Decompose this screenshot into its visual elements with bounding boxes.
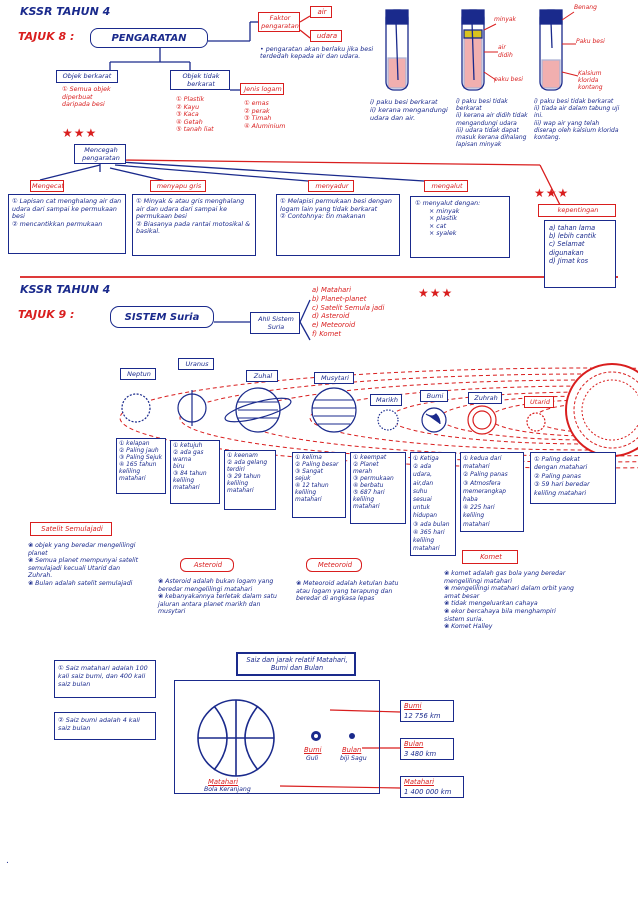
objek-tidak-list: ① Plastik ② Kayu ③ Kaca ④ Getah ⑤ tanah …: [176, 96, 214, 134]
matahari-label: Matahari: [208, 778, 239, 786]
method-mengalut-title: mengalut: [424, 180, 468, 192]
saiz-note-2: ② Saiz bumi adalah 4 kali saiz bulan: [54, 712, 156, 740]
section1-stars-left: ★★★: [62, 126, 98, 140]
planet-label-bumi: Bumi: [420, 390, 448, 402]
planet-label-uranus: Uranus: [178, 358, 214, 370]
method-mengalut-box: ① menyalut dengan: × minyak × plastik × …: [410, 196, 510, 258]
objek-berkarat-box: Objek berkarat: [56, 70, 118, 83]
mars-icon: [377, 409, 399, 431]
tube2-tag-minyak: minyak: [494, 16, 517, 23]
saiz-note-1: ① Saiz matahari adalah 100 kali saiz bum…: [54, 660, 156, 698]
faktor-box: Faktor pengaratan: [258, 12, 300, 32]
method-mengecat-title: Mengecat: [30, 180, 64, 192]
method-menyadur-box: ① Melapisi permukaan besi dengan logam l…: [276, 194, 400, 256]
planet-label-musytari: Musytari: [314, 372, 354, 384]
test-tube-1-icon: [385, 9, 409, 91]
test-tube-3-icon: [539, 9, 563, 91]
faktor-note: • pengaratan akan berlaku jika besi terd…: [260, 46, 374, 61]
tube1-caption: i) paku besi berkarat ii) kerana mengand…: [370, 98, 448, 122]
bumi-analogy: Guli: [306, 755, 319, 762]
objek-tidak-box: Objek tidak berkarat: [170, 70, 230, 90]
planet-label-utarid: Utarid: [524, 396, 554, 408]
planet-label-zuhrah: Zuhrah: [468, 392, 502, 404]
test-tube-2-icon: [461, 9, 485, 91]
satelit-list: ❀ objek yang beredar mengelilingi planet…: [28, 542, 139, 587]
distance-bumi: Bumi 12 756 km: [400, 700, 454, 722]
method-gris-box: ① Minyak & atau gris menghalang air dan …: [132, 194, 256, 256]
sago-icon: [349, 733, 355, 739]
section1-tajuk-label: TAJUK 8 :: [18, 30, 75, 43]
method-menyadur-title: menyadur: [308, 180, 354, 192]
page-dot: .: [6, 856, 9, 866]
section2-topic: SISTEM Suria: [110, 306, 214, 328]
bulan-label: Bulan: [342, 746, 362, 754]
tube2-tag-didih: didih: [498, 52, 513, 59]
asteroid-list: ❀ Asteroid adalah bukan logam yang bered…: [158, 578, 277, 616]
method-gris-title: menyapu gris: [150, 180, 206, 192]
distance-matahari: Matahari 1 400 000 km: [400, 776, 464, 798]
tube3-tag-benang: Benang: [574, 4, 597, 11]
saturn-icon: [224, 387, 292, 433]
meteoroid-list: ❀ Meteoroid adalah ketulan batu atau log…: [296, 580, 399, 603]
marble-icon: [311, 731, 321, 741]
section2-tajuk-label: TAJUK 9 :: [18, 308, 75, 321]
distance-bulan: Bulan 3 480 km: [400, 738, 454, 760]
planet-label-neptun: Neptun: [120, 368, 156, 380]
bumi-label: Bumi: [304, 746, 322, 754]
tube3-tag-kalsium: Kalsium klorida kontang: [578, 70, 603, 91]
komet-title: Komet: [462, 550, 518, 564]
matahari-analogy: Bola Keranjang: [204, 786, 251, 793]
komet-list: ❀ komet adalah gas bola yang beredar men…: [444, 570, 574, 631]
section1-topic: PENGARATAN: [90, 28, 208, 48]
jupiter-icon: [311, 387, 357, 433]
earth-icon: [421, 407, 447, 433]
mercury-icon: [526, 412, 546, 432]
tube3-tag-paku: Paku besi: [576, 38, 605, 45]
sun-icon: [565, 363, 638, 457]
kepentingan-title: kepentingan: [538, 204, 616, 217]
ahli-box: Ahli Sistem Suria: [250, 312, 300, 334]
objek-berkarat-list: ① Semua objek diperbuat daripada besi: [62, 86, 111, 109]
air-label-box: air: [310, 6, 332, 18]
section1-header: KSSR TAHUN 4: [20, 5, 111, 18]
tube2-tag-air: air: [498, 44, 506, 51]
neptune-icon: [121, 393, 151, 423]
udara-label-box: udara: [310, 30, 342, 42]
method-mengecat-box: ① Lapisan cat menghalang air dan udara d…: [8, 194, 126, 254]
saiz-panel: [174, 680, 380, 794]
basketball-icon: [197, 699, 275, 777]
tube3-caption: i) paku besi tidak berkarat ii) tiada ai…: [534, 98, 620, 142]
planet-label-marikh: Marikh: [370, 394, 402, 406]
section2-header: KSSR TAHUN 4: [20, 283, 111, 296]
ahli-list: a) Matahari b) Planet-planet c) Satelit …: [312, 286, 385, 338]
kepentingan-box: a) tahan lama b) lebih cantik c) Selamat…: [544, 220, 616, 288]
jenis-logam-list: ① emas ② perak ③ Timah ④ Aluminium: [244, 100, 286, 130]
mencegah-box: Mencegah pengaratan: [74, 144, 126, 164]
meteoroid-title: Meteoroid: [306, 558, 362, 572]
planet-label-zuhal: Zuhal: [246, 370, 278, 382]
section2-stars: ★★★: [418, 286, 454, 300]
venus-icon: [467, 405, 497, 435]
asteroid-title: Asteroid: [180, 558, 234, 572]
tube2-tag-paku: paku besi: [494, 76, 523, 83]
section1-stars-right: ★★★: [534, 186, 570, 200]
tube2-caption: i) paku besi tidak berkarat ii) kerana a…: [456, 98, 528, 149]
jenis-logam-box: Jenis logam: [240, 83, 284, 95]
saiz-title-box: Saiz dan jarak relatif Matahari, Bumi da…: [236, 652, 356, 676]
satelit-title: Satelit Semulajadi: [30, 522, 112, 536]
bulan-analogy: biji Sagu: [340, 755, 367, 762]
